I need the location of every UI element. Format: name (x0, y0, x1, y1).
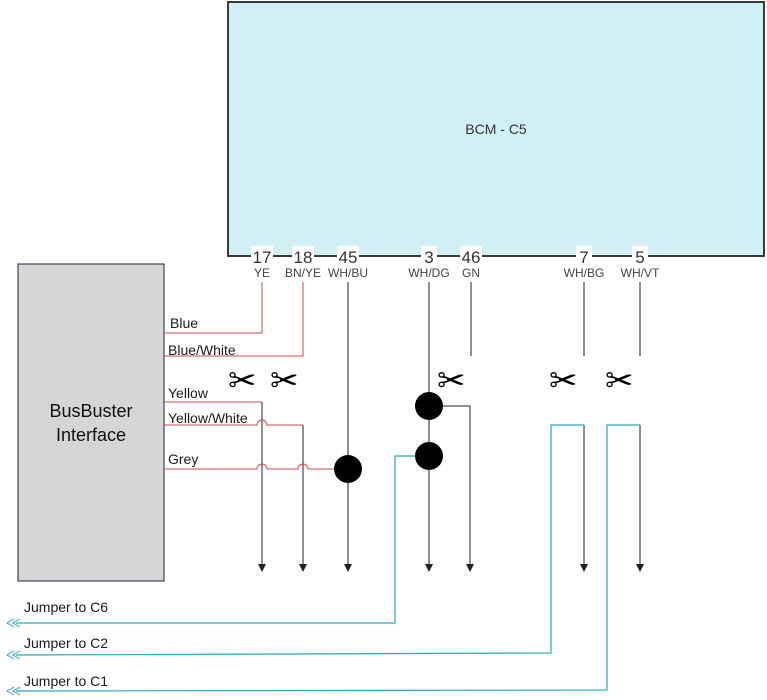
pin-3: 3 WH/DG (408, 246, 450, 280)
pin-number: 7 (579, 248, 588, 267)
busbuster-interface-box (17, 263, 165, 582)
jumper-label-c2: Jumper to C2 (24, 635, 108, 651)
pin-code: WH/BU (328, 266, 368, 280)
interface-label-line1: BusBuster (49, 401, 132, 421)
wire-blue (164, 282, 263, 334)
splice-dot-pin45 (334, 455, 362, 483)
wire-label-grey: Grey (168, 451, 198, 467)
jumper-arrow-c1-icon (5, 686, 21, 696)
scissors-icon: ✂ (437, 361, 466, 401)
scissors-icon: ✂ (549, 361, 578, 401)
wire-pin46-lower (429, 405, 474, 572)
wire-blue-white (164, 282, 304, 357)
pin-number: 3 (424, 248, 433, 267)
pin-5: 5 WH/VT (621, 246, 660, 280)
pin-17: 17 YE (251, 246, 273, 280)
pin-number: 45 (339, 248, 358, 267)
pin-number: 17 (253, 248, 272, 267)
pin-18: 18 BN/YE (285, 246, 321, 280)
splice-dot-pin3-lower (415, 442, 443, 470)
jumper-wire-c2 (15, 424, 584, 656)
pin-code: WH/DG (408, 266, 449, 280)
jumper-label-c1: Jumper to C1 (24, 673, 108, 689)
interface-label-line2: Interface (56, 425, 126, 445)
jumper-wire-c6 (16, 455, 429, 624)
pin-7: 7 WH/BG (564, 246, 605, 280)
pin-46: 46 GN (460, 246, 482, 280)
wire-label-blue-white: Blue/White (168, 342, 236, 358)
wire-grey (164, 463, 348, 470)
pin-number: 46 (462, 248, 481, 267)
jumper-arrow-c6-icon (5, 618, 21, 628)
wire-yellow-white (164, 419, 303, 426)
pin-code: WH/BG (564, 266, 605, 280)
wire-label-yellow: Yellow (168, 385, 209, 401)
jumper-arrow-c2-icon (5, 650, 21, 660)
wire-label-yellow-white: Yellow/White (168, 410, 248, 426)
pin-45: 45 WH/BU (328, 246, 368, 280)
pin-number: 18 (294, 248, 313, 267)
pin-code: YE (254, 266, 270, 280)
wire-label-blue: Blue (170, 315, 198, 331)
scissors-icon: ✂ (228, 361, 257, 401)
splice-dot-pin3-upper (415, 392, 443, 420)
bcm-connector-box (227, 1, 765, 257)
scissors-icon: ✂ (605, 361, 634, 401)
scissors-icon: ✂ (270, 361, 299, 401)
bcm-title: BCM - C5 (465, 121, 527, 137)
jumper-label-c6: Jumper to C6 (24, 599, 108, 615)
pin-number: 5 (635, 248, 644, 267)
jumper-wire-c1 (15, 424, 640, 692)
pin-code: WH/VT (621, 266, 660, 280)
pin-code: GN (462, 266, 480, 280)
pin-code: BN/YE (285, 266, 321, 280)
